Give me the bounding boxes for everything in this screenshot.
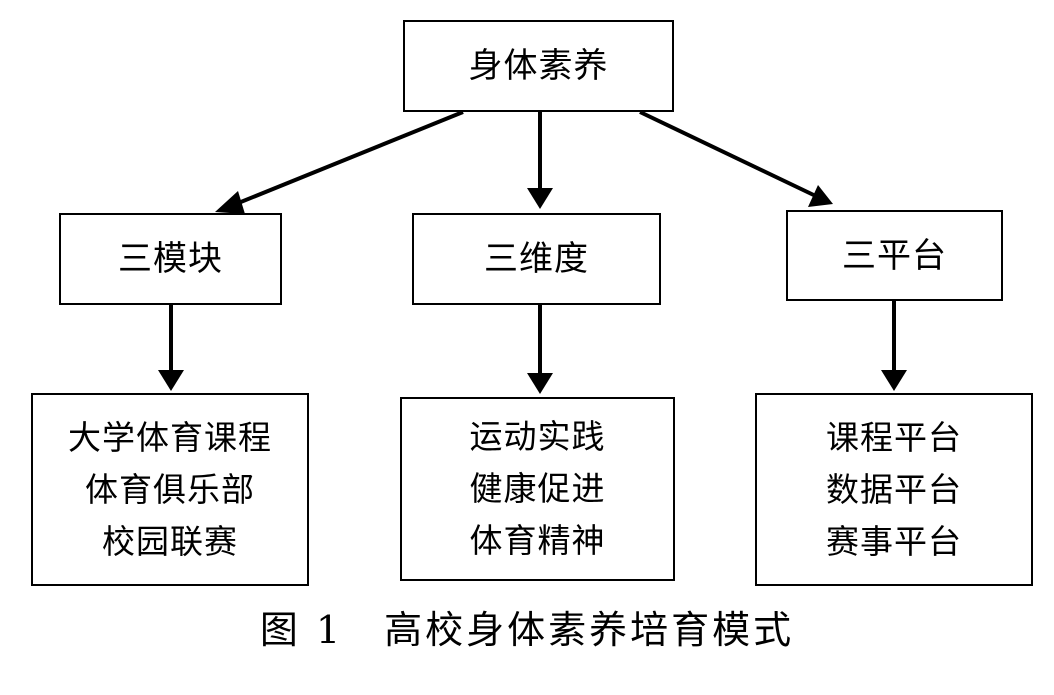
leaf-item: 校园联赛 bbox=[102, 521, 238, 561]
leaf-item: 大学体育课程 bbox=[68, 417, 272, 457]
leaf-item: 体育俱乐部 bbox=[85, 469, 255, 509]
root-node-physical-literacy: 身体素养 bbox=[403, 20, 674, 112]
arrowhead-modules-list bbox=[158, 370, 184, 391]
leaf-node-dimensions-list: 运动实践 健康促进 体育精神 bbox=[400, 397, 675, 581]
branch-platforms-label: 三平台 bbox=[842, 235, 947, 276]
branch-node-platforms: 三平台 bbox=[786, 210, 1003, 301]
leaf-node-modules-list: 大学体育课程 体育俱乐部 校园联赛 bbox=[31, 393, 309, 586]
arrow-root-to-modules bbox=[225, 110, 464, 210]
arrowhead-modules bbox=[215, 191, 245, 214]
arrow-root-to-platforms bbox=[639, 110, 823, 201]
leaf-item: 健康促进 bbox=[469, 469, 606, 508]
branch-node-modules: 三模块 bbox=[59, 213, 282, 305]
arrowhead-dimensions bbox=[527, 188, 553, 209]
figure-caption: 图 1 高校身体素养培育模式 bbox=[259, 608, 795, 652]
arrowhead-platforms bbox=[808, 185, 833, 207]
leaf-item: 体育精神 bbox=[469, 521, 606, 560]
branch-node-dimensions: 三维度 bbox=[412, 213, 661, 305]
root-node-label: 身体素养 bbox=[468, 46, 609, 86]
arrowhead-platforms-list bbox=[881, 370, 907, 391]
branch-dimensions-label: 三维度 bbox=[484, 239, 589, 279]
leaf-item: 运动实践 bbox=[469, 417, 606, 456]
branch-modules-label: 三模块 bbox=[118, 239, 223, 279]
leaf-item: 赛事平台 bbox=[826, 521, 962, 561]
leaf-item: 课程平台 bbox=[826, 417, 962, 457]
arrowhead-dimensions-list bbox=[527, 373, 553, 394]
leaf-item: 数据平台 bbox=[826, 469, 962, 509]
leaf-node-platforms-list: 课程平台 数据平台 赛事平台 bbox=[755, 393, 1033, 586]
